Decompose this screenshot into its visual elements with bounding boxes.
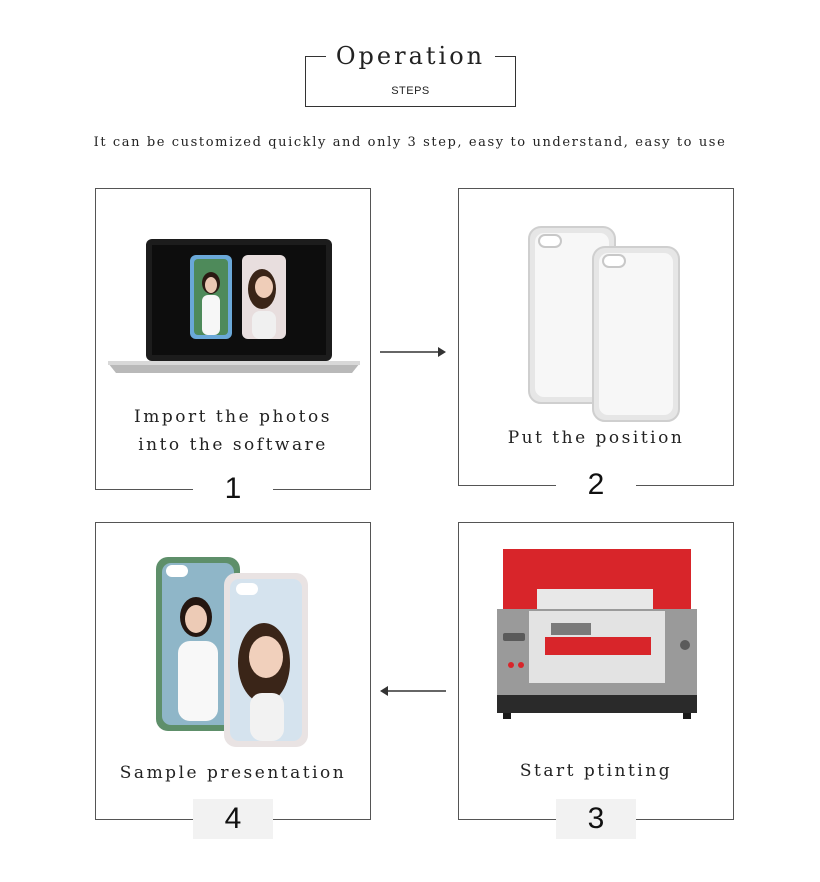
printed-cases-illustration — [156, 557, 308, 747]
step-caption-4: Sample presentation — [119, 763, 347, 783]
step-number-4: 4 — [193, 799, 273, 839]
step-caption-3: Start ptinting — [519, 761, 673, 781]
step-caption-1-line-1: Import the photos — [134, 407, 332, 427]
section-title: Operation — [335, 42, 486, 70]
laptop-illustration — [108, 239, 360, 373]
section-subtitle: STEPS — [391, 85, 430, 97]
step-caption-1-line-2: into the software — [138, 435, 328, 455]
step-card-3: Start ptinting 3 — [458, 522, 734, 839]
arrow-left-icon — [380, 686, 446, 696]
phone-cases-illustration — [528, 226, 680, 422]
arrow-right-icon — [380, 347, 446, 357]
step-card-2: Put the position 2 — [458, 188, 734, 505]
tagline: It can be customized quickly and only 3 … — [93, 135, 727, 150]
step-caption-2: Put the position — [507, 428, 685, 448]
step-card-4: Sample presentation 4 — [95, 522, 371, 839]
printer-illustration — [497, 549, 697, 719]
step-number-3: 3 — [556, 799, 636, 839]
step-number-1: 1 — [193, 469, 273, 509]
step-caption-1: Import the photos into the software — [96, 403, 370, 459]
section-header: Operation STEPS — [305, 42, 516, 107]
step-card-1: Import the photos into the software 1 — [95, 188, 371, 509]
step-number-2: 2 — [556, 465, 636, 505]
